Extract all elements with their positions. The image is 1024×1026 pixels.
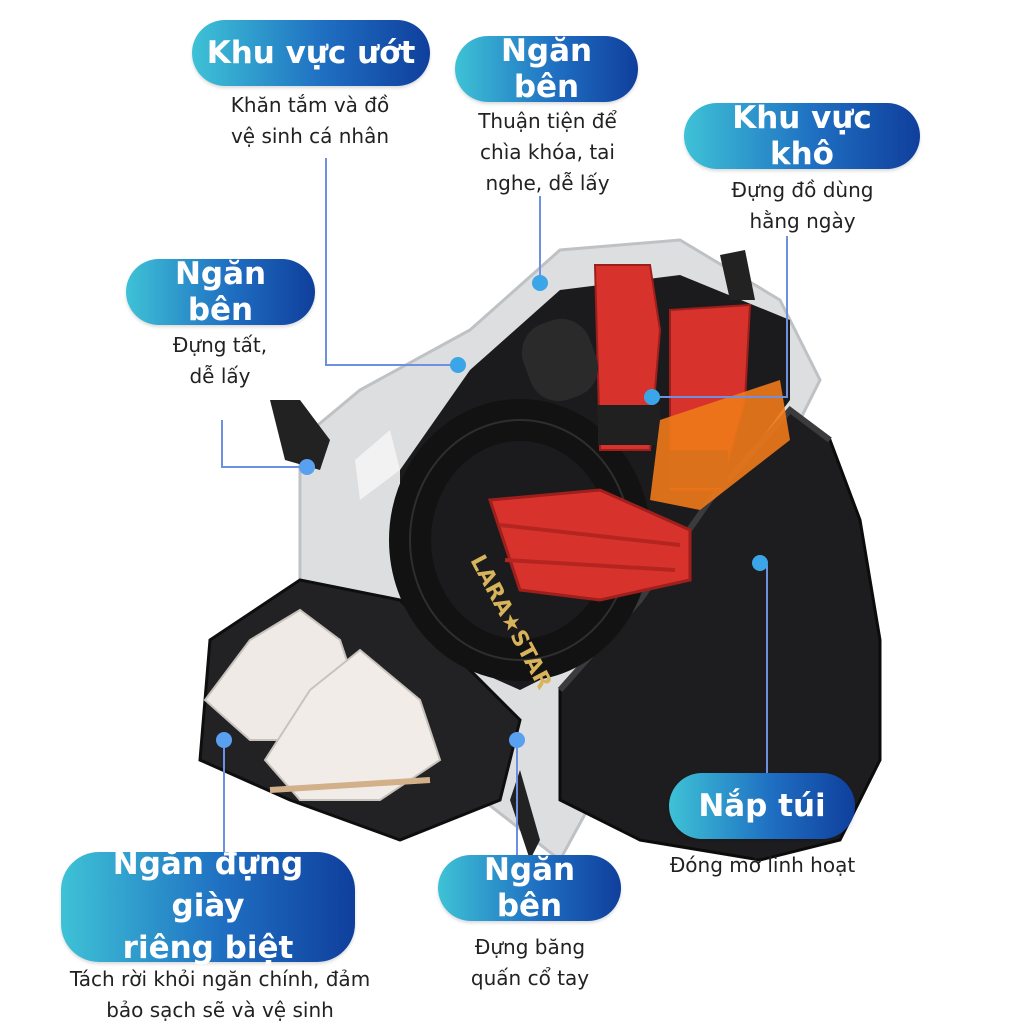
red-strap-bundle — [487, 488, 692, 602]
side-bottom-desc: Đựng băng quấn cổ tay — [435, 932, 625, 994]
shoe-desc-line-2: bảo sạch sẽ và vệ sinh — [106, 998, 334, 1022]
shoe-dot — [216, 732, 232, 748]
sneaker-right — [263, 648, 442, 801]
dry-zone-desc: Đựng đồ dùng hằng ngày — [700, 175, 905, 237]
side-top-desc-line-2: chìa khóa, tai — [480, 140, 615, 164]
wet-zone-title: Khu vực ướt — [206, 35, 416, 71]
wet-zone-dot — [450, 357, 466, 373]
side-bottom-dot — [509, 732, 525, 748]
shoe-title-line-2: riêng biệt — [122, 929, 294, 966]
side-bottom-desc-line-2: quấn cổ tay — [470, 966, 590, 990]
side-top-title: Ngăn bên — [500, 33, 593, 105]
wet-zone-desc-line-1: Khăn tắm và đồ — [230, 93, 390, 117]
wet-zone-desc: Khăn tắm và đồ vệ sinh cá nhân — [200, 90, 420, 152]
side-left-title: Ngăn bên — [174, 256, 267, 328]
side-bottom-title: Ngăn bên — [483, 852, 576, 924]
side-bottom-desc-line-1: Đựng băng — [474, 935, 586, 959]
shoe-badge: Ngăn đựng giày riêng biệt — [61, 846, 355, 966]
side-top-desc: Thuận tiện để chìa khóa, tai nghe, dễ lấ… — [450, 106, 645, 199]
side-left-leader — [221, 420, 307, 468]
wet-zone-badge: Khu vực ướt — [192, 20, 430, 86]
wet-zone-desc-line-2: vệ sinh cá nhân — [230, 124, 390, 148]
side-left-desc: Đựng tất, dễ lấy — [130, 330, 310, 392]
lid-desc-line-1: Đóng mở linh hoạt — [669, 853, 856, 877]
side-bottom-badge: Ngăn bên — [438, 852, 621, 924]
side-top-desc-line-3: nghe, dễ lấy — [485, 171, 610, 195]
foam-roller — [521, 318, 599, 402]
side-left-desc-line-1: Đựng tất, — [172, 333, 268, 357]
shoe-desc: Tách rời khỏi ngăn chính, đảm bảo sạch s… — [40, 964, 400, 1026]
side-left-dot — [299, 459, 315, 475]
dry-zone-leader — [652, 236, 788, 398]
lid-badge: Nắp túi — [669, 773, 855, 839]
side-left-desc-line-2: dễ lấy — [189, 364, 251, 388]
side-left-badge: Ngăn bên — [126, 256, 315, 328]
lid-title: Nắp túi — [698, 788, 826, 824]
lid-dot — [752, 555, 768, 571]
dry-zone-desc-line-1: Đựng đồ dùng — [731, 178, 874, 202]
shoe-title-line-1: Ngăn đựng giày — [112, 846, 304, 925]
side-top-dot — [532, 275, 548, 291]
wet-zone-leader — [325, 158, 458, 366]
side-top-badge: Ngăn bên — [455, 33, 638, 105]
dry-zone-dot — [644, 389, 660, 405]
side-top-desc-line-1: Thuận tiện để — [478, 109, 617, 133]
dry-zone-title: Khu vực khô — [732, 100, 872, 172]
shoe-desc-line-1: Tách rời khỏi ngăn chính, đảm — [69, 967, 371, 991]
dry-zone-badge: Khu vực khô — [684, 100, 920, 172]
dry-zone-desc-line-2: hằng ngày — [749, 209, 856, 233]
lid-desc: Đóng mở linh hoạt — [650, 850, 875, 881]
